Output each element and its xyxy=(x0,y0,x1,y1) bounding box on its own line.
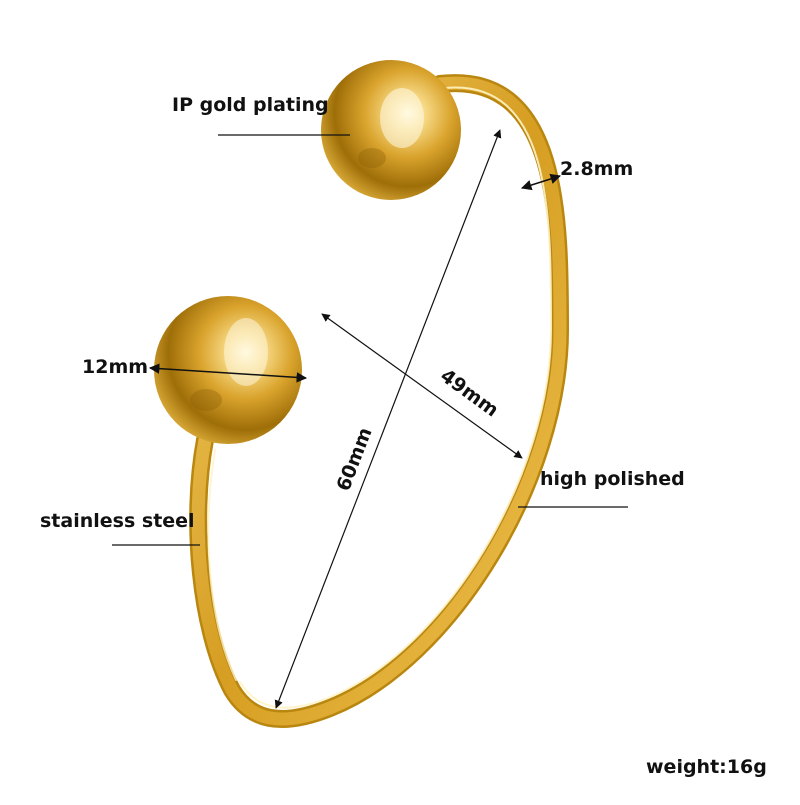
ball-diameter-label: 12mm xyxy=(82,356,149,378)
top-ball xyxy=(321,60,461,200)
plating-label: IP gold plating xyxy=(172,94,329,116)
height-arrow xyxy=(274,129,502,709)
material-label: stainless steel xyxy=(40,510,195,532)
wire-thickness-label: 2.8mm xyxy=(560,158,634,180)
wire-thickness-arrow xyxy=(520,173,562,191)
finish-label: high polished xyxy=(540,468,685,490)
weight-label: weight:16g xyxy=(646,756,767,778)
